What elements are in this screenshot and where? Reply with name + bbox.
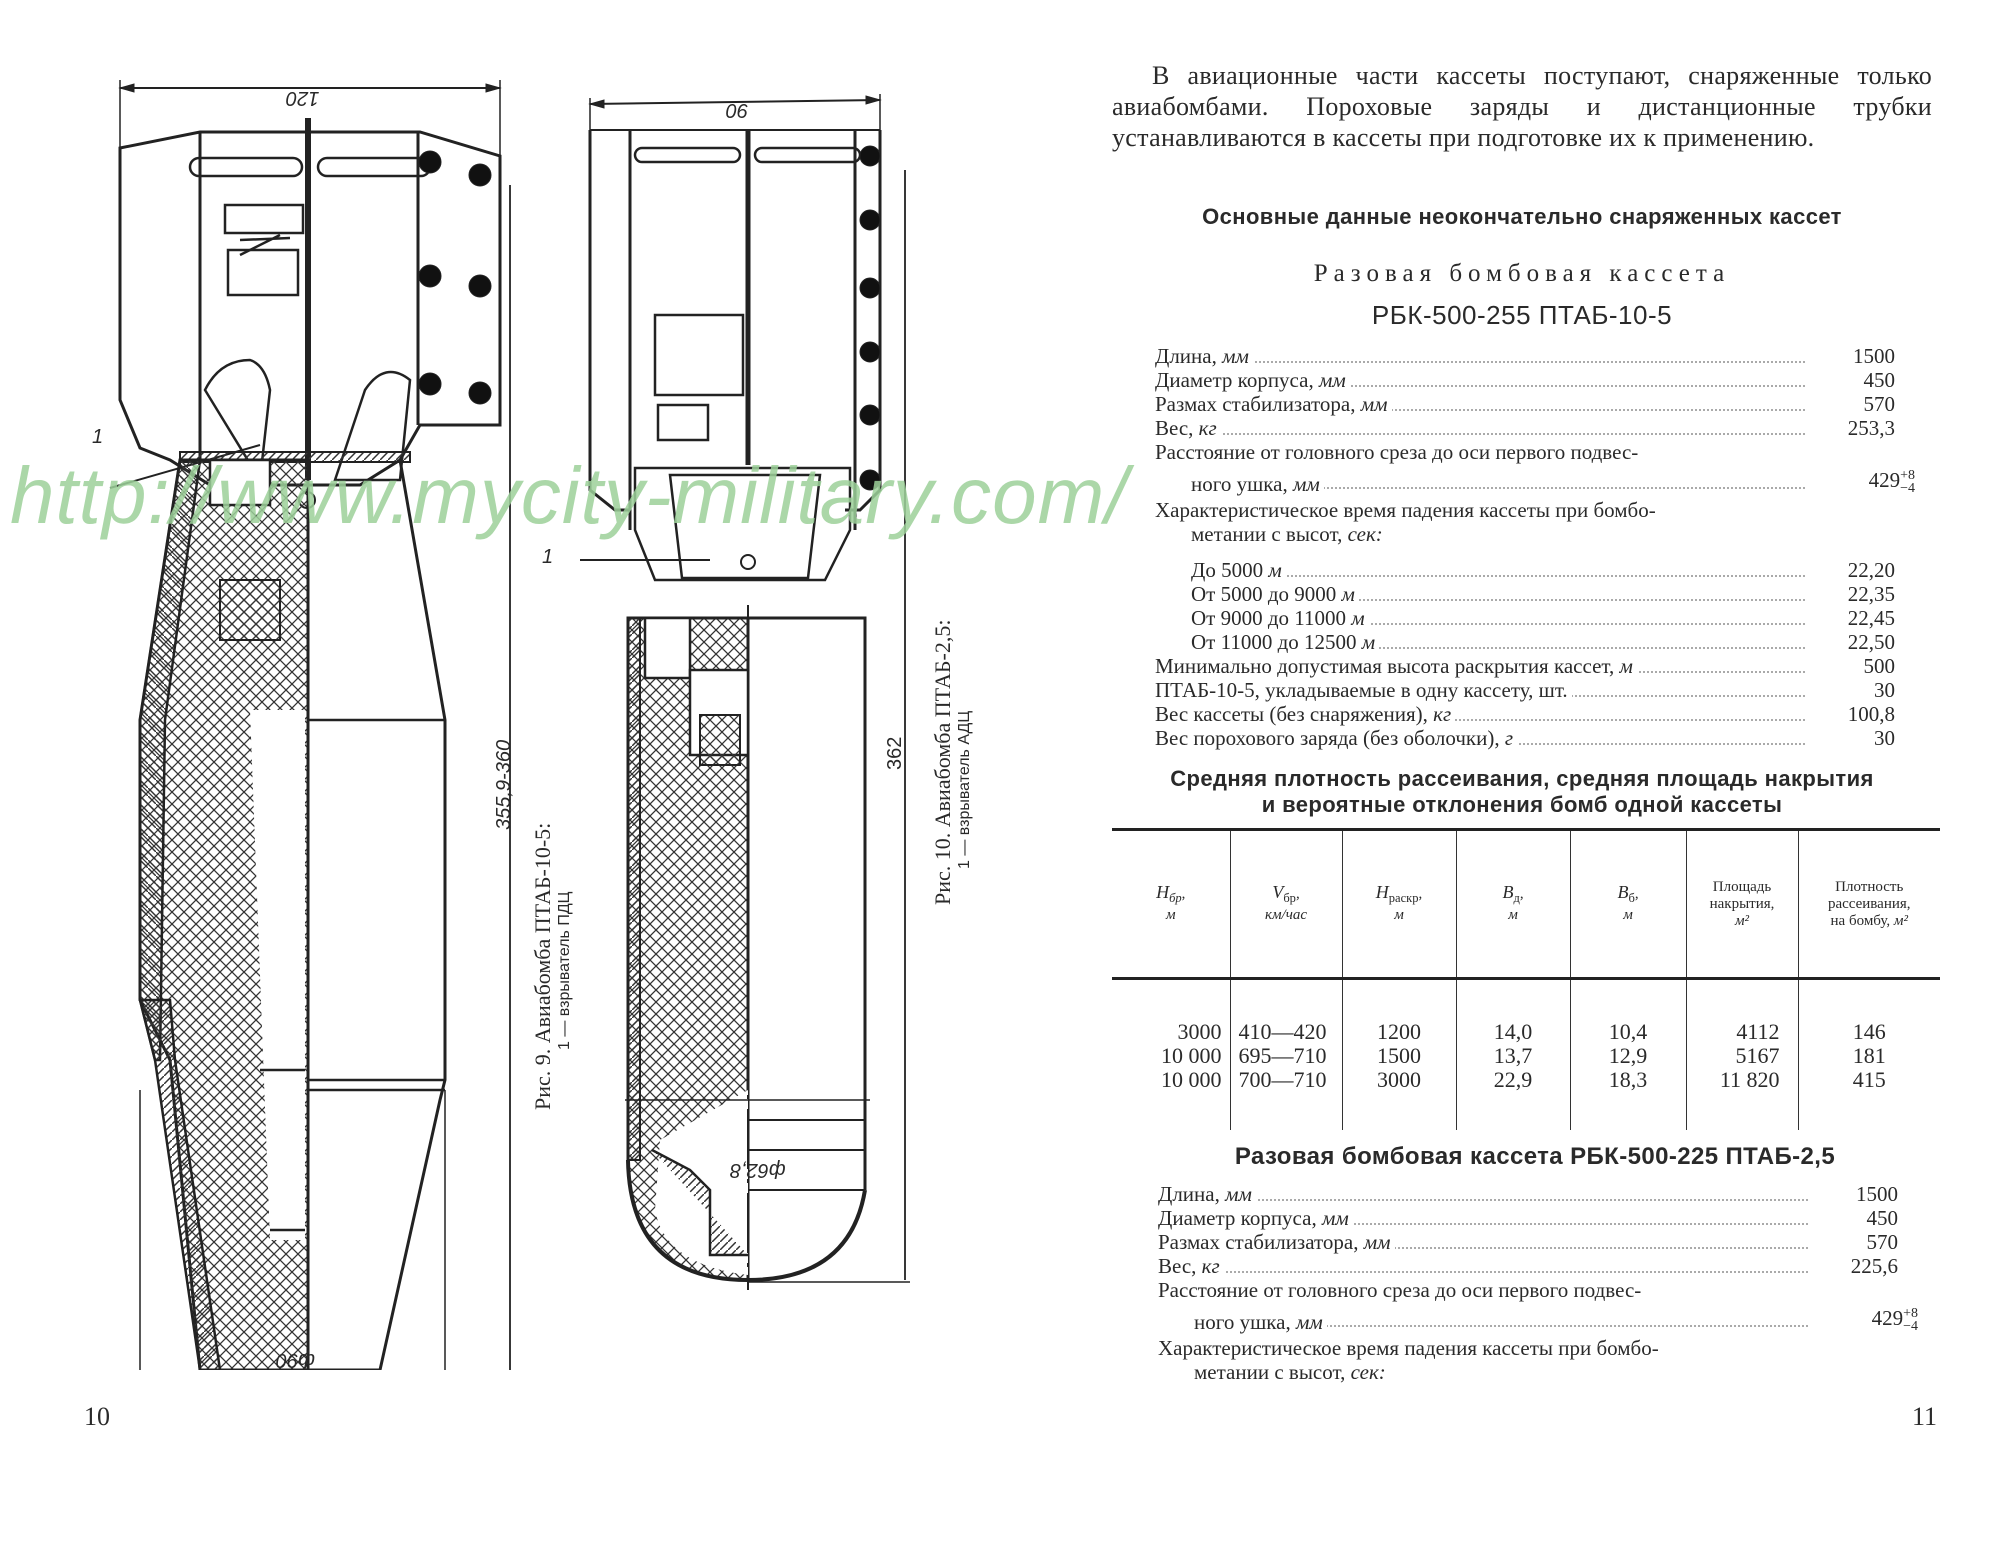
page-number-left: 10 (84, 1402, 110, 1431)
spec-row: Расстояние от головного среза до оси пер… (1155, 440, 1925, 464)
table-header-row: Hбр,м Vбр,км/час Hраскр,м Bд,м Bб,м Площ… (1112, 829, 1940, 979)
fig9-callout: 1 (92, 426, 104, 448)
spec-row: Характеристическое время падения кассеты… (1155, 498, 1925, 522)
fig10-caption: Рис. 10. Авиабомба ПТАБ-2,5: 1 — взрыват… (930, 620, 974, 905)
fig9-dim-bottom: ф90 (276, 1349, 315, 1371)
col-header: Hраскр,м (1341, 829, 1456, 979)
spec-row: метании с высот, сек: (1155, 522, 1925, 558)
fig10-callout: 1 (542, 546, 554, 568)
spec-row: ПТАБ-10-5, укладываемые в одну кассету, … (1155, 678, 1895, 702)
ptab-10-5-drawing (109, 80, 511, 1370)
spec-row: Минимально допустимая высота раскрытия к… (1155, 654, 1895, 678)
ptab-2-5-drawing (580, 94, 910, 1290)
fig9-caption-title: Рис. 9. Авиабомба ПТАБ-10-5: (530, 822, 555, 1110)
cassette1-title-line2: РБК-500-255 ПТАБ-10-5 (1371, 300, 1673, 330)
left-page: 120 ф90 355,9-360 1 Рис. 9. Авиабомба ПТ… (84, 80, 974, 1431)
col-header: Bд,м (1455, 829, 1570, 979)
section-title: Основные данные неокончательно снаряженн… (1202, 204, 1842, 229)
table-title-line1: Средняя плотность рассеивания, средняя п… (1170, 766, 1874, 791)
intro-paragraph: В авиационные части кассеты поступают, с… (1112, 61, 1932, 152)
dispersion-table-wrap: Hбр,м Vбр,км/час Hраскр,м Bд,м Bб,м Площ… (1112, 828, 1940, 1130)
fig10-caption-legend: 1 — взрыватель АДЦ (956, 710, 973, 869)
cassette2-title: Разовая бомбовая кассета РБК-500-225 ПТА… (1234, 1143, 1836, 1170)
page-number-right: 11 (1912, 1402, 1938, 1431)
spec-row: Характеристическое время падения кассеты… (1158, 1336, 1928, 1360)
table-title-line2: и вероятные отклонения бомб одной кассет… (1261, 792, 1783, 817)
col-header: Bб,м (1569, 829, 1686, 979)
cassette1-title-line1: Разовая бомбовая кассета (1313, 260, 1731, 287)
col-header: Vбр,км/час (1229, 829, 1342, 979)
spec-row: Расстояние от головного среза до оси пер… (1158, 1278, 1928, 1302)
fig10-dim-nose: ф62,8 (730, 1159, 786, 1181)
dispersion-table: Hбр,м Vбр,км/час Hраскр,м Bд,м Bб,м Площ… (1112, 828, 1940, 1130)
watermark-url: http://www.mycity-military.com/ (10, 451, 1129, 540)
fig10-caption-title: Рис. 10. Авиабомба ПТАБ-2,5: (930, 619, 955, 905)
fig9-dim-top: 120 (286, 87, 320, 109)
fig9-dim-length: 355,9-360 (493, 739, 515, 830)
fig10-dim-length: 362 (884, 736, 906, 770)
fig10-dim-top: 90 (726, 99, 749, 121)
spec-row: метании с высот, сек: (1158, 1360, 1928, 1384)
col-header: Hбр,м (1156, 882, 1186, 923)
